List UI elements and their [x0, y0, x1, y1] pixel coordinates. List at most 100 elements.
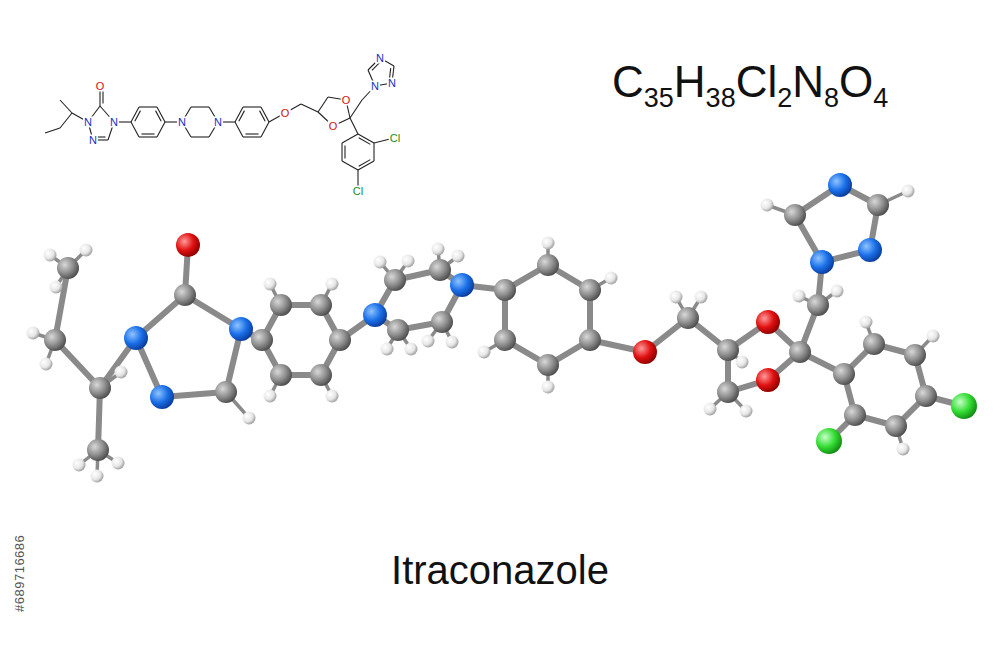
atom-label: N — [109, 117, 119, 128]
atom-sphere — [243, 412, 256, 425]
atom-sphere — [174, 284, 196, 306]
atom-label: O — [280, 108, 291, 119]
atom-sphere — [150, 385, 174, 409]
atom-sphere — [494, 329, 516, 351]
atom-sphere — [44, 249, 57, 262]
atom-sphere — [452, 250, 465, 263]
atom-label: N — [88, 135, 98, 146]
atom-sphere — [885, 415, 907, 437]
atom-sphere — [789, 341, 811, 363]
atom-sphere — [91, 470, 104, 483]
skeletal-bond — [135, 111, 141, 122]
atom-sphere — [695, 291, 708, 304]
atom-sphere — [542, 381, 555, 394]
atom-sphere — [537, 354, 559, 376]
atom-sphere — [310, 364, 332, 386]
atom-sphere — [40, 358, 53, 371]
atom-sphere — [793, 290, 806, 303]
skeletal-bond — [142, 133, 155, 134]
atom-sphere — [429, 259, 451, 281]
atom-sphere — [422, 335, 435, 348]
atom-label: N — [83, 117, 93, 128]
atom-label: O — [95, 81, 106, 92]
atom-sphere — [270, 294, 292, 316]
atom-label: N — [370, 81, 380, 92]
atom-sphere — [858, 238, 882, 262]
atom-sphere — [784, 204, 806, 226]
atom-sphere — [229, 317, 253, 341]
atom-sphere — [951, 393, 977, 419]
atom-sphere — [717, 339, 739, 361]
skeletal-bond — [239, 111, 245, 122]
skeletal-bond — [318, 97, 328, 112]
atom-sphere — [329, 329, 351, 351]
atom-sphere — [270, 364, 292, 386]
atom-sphere — [446, 336, 459, 349]
skeletal-bond — [191, 106, 209, 107]
bond-sticks — [33, 185, 964, 476]
skeletal-bond — [350, 118, 358, 134]
atom-sphere — [27, 327, 40, 340]
skeletal-bond — [341, 143, 342, 161]
atom-label: Cl — [389, 133, 401, 144]
skeletal-bond — [342, 161, 358, 170]
skeletal-bond — [301, 104, 318, 112]
atom-sphere — [542, 237, 555, 250]
compound-name: Itraconazole — [391, 548, 609, 592]
atom-sphere — [902, 185, 915, 198]
atom-sphere — [605, 272, 618, 285]
atom-sphere — [326, 390, 339, 403]
atom-spheres — [27, 173, 978, 483]
atom-sphere — [867, 194, 889, 216]
skeletal-bond — [342, 134, 358, 143]
atom-sphere — [87, 439, 109, 461]
atom-sphere — [833, 363, 855, 385]
skeletal-bond — [60, 113, 72, 128]
skeletal-bond — [139, 136, 157, 137]
atom-sphere — [579, 279, 601, 301]
atom-sphere — [927, 330, 940, 343]
atom-sphere — [677, 307, 699, 329]
atom-sphere — [831, 285, 844, 298]
atom-sphere — [374, 256, 387, 269]
atom-sphere — [844, 404, 866, 426]
atom-sphere — [450, 273, 474, 297]
skeletal-bond — [359, 138, 371, 145]
atom-sphere — [828, 173, 852, 197]
atom-sphere — [810, 250, 834, 274]
atom-sphere — [405, 343, 418, 356]
skeletal-bond — [246, 133, 259, 134]
atom-sphere — [89, 377, 111, 399]
atom-sphere — [381, 343, 394, 356]
skeletal-bond — [261, 122, 269, 137]
atom-sphere — [897, 443, 910, 456]
molecular-formula: C35H38Cl2N8O4 — [612, 58, 888, 106]
skeletal-bond — [260, 111, 266, 122]
skeletal-bond — [157, 122, 165, 137]
atom-sphere — [478, 346, 491, 359]
atom-sphere — [215, 381, 237, 403]
atom-sphere — [904, 344, 926, 366]
atom-sphere — [717, 381, 739, 403]
atom-sphere — [326, 278, 339, 291]
atom-sphere — [860, 316, 873, 329]
atom-sphere — [740, 405, 753, 418]
atom-sphere — [579, 329, 601, 351]
atom-label: N — [387, 78, 397, 89]
atom-sphere — [756, 368, 780, 392]
atom-sphere — [816, 428, 842, 454]
atom-sphere — [176, 233, 200, 257]
atom-sphere — [251, 329, 273, 351]
atom-label: Cl — [352, 186, 364, 197]
skeletal-bond — [45, 128, 60, 133]
skeletal-bond — [243, 106, 261, 107]
atom-sphere — [44, 329, 66, 351]
atom-sphere — [670, 291, 683, 304]
atom-label: N — [213, 117, 223, 128]
skeletal-bond — [191, 136, 209, 137]
watermark-id: #689716686 — [12, 535, 27, 612]
atom-sphere — [363, 303, 387, 327]
atom-sphere — [915, 385, 937, 407]
atom-label: N — [375, 53, 385, 64]
